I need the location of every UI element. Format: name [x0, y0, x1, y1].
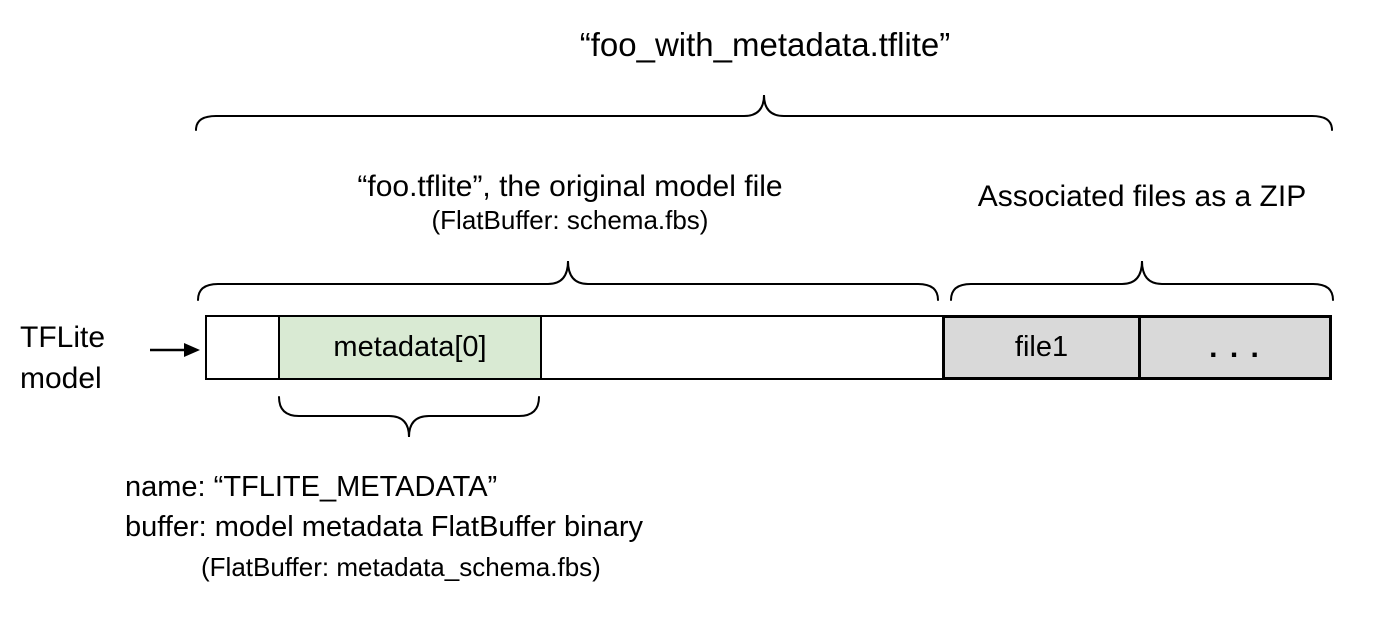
metadata-annotation-buffer: buffer: model metadata FlatBuffer binary — [125, 511, 643, 543]
zip-brace — [950, 260, 1334, 301]
metadata-annotation-schema: (FlatBuffer: metadata_schema.fbs) — [201, 552, 601, 582]
bar-segment-more-files: . . . — [1138, 315, 1332, 380]
metadata-annotation-name: name: “TFLITE_METADATA” — [125, 471, 498, 503]
zip-files-label: Associated files as a ZIP — [977, 180, 1307, 213]
metadata-brace — [278, 396, 540, 438]
metadata-annotation: name: “TFLITE_METADATA” buffer: model me… — [125, 467, 643, 585]
model-file-label-group: “foo.tflite”, the original model file (F… — [240, 168, 900, 236]
tflite-model-bar: metadata[0] file1 . . . — [205, 315, 1332, 380]
model-brace — [197, 260, 939, 301]
right-arrow-icon — [150, 343, 200, 357]
bar-segment-empty-1 — [205, 315, 280, 380]
tflite-model-label-line2: model — [20, 362, 102, 395]
bar-segment-empty-2 — [540, 315, 944, 380]
top-brace — [195, 94, 1333, 131]
diagram-title: “foo_with_metadata.tflite” — [579, 26, 951, 63]
bar-segment-metadata: metadata[0] — [278, 315, 542, 380]
model-file-label: “foo.tflite”, the original model file — [357, 170, 783, 203]
tflite-model-label-line1: TFLite — [20, 321, 106, 354]
bar-segment-file1: file1 — [942, 315, 1141, 380]
model-file-sublabel: (FlatBuffer: schema.fbs) — [431, 205, 709, 235]
tflite-model-label: TFLite model — [20, 317, 105, 399]
